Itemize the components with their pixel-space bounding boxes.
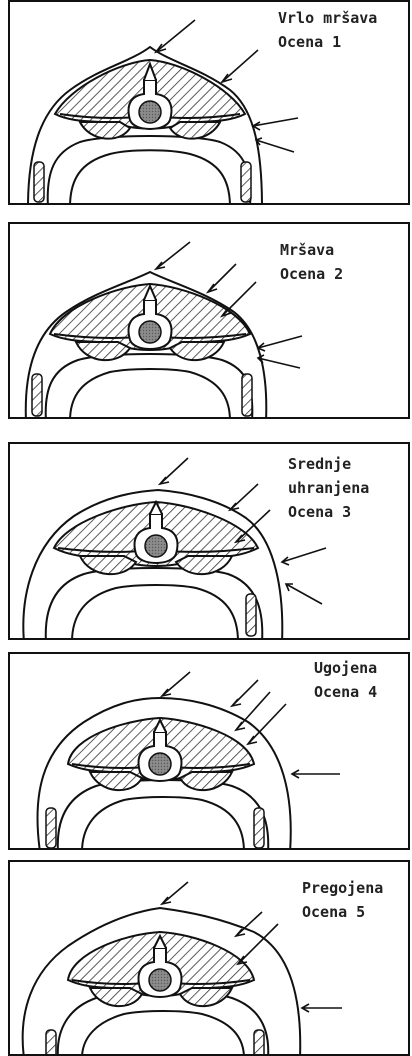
condition-grade: Ocena 5 [302,900,383,924]
panel-label: Srednje uhranjena Ocena 3 [288,452,369,524]
condition-name: Pregojena [302,876,383,900]
condition-name: Ugojena [314,656,377,680]
body-condition-panel-5: Pregojena Ocena 5 [8,860,410,1056]
body-condition-panel-2: Mršava Ocena 2 [8,222,410,419]
condition-grade: Ocena 3 [288,500,369,524]
body-condition-panel-1: Vrlo mršava Ocena 1 [8,0,410,205]
condition-name-line2: uhranjena [288,476,369,500]
condition-grade: Ocena 4 [314,680,377,704]
cross-section-diagram-2 [10,224,410,419]
condition-name: Srednje [288,452,369,476]
body-condition-panel-4: Ugojena Ocena 4 [8,652,410,850]
panel-label: Pregojena Ocena 5 [302,876,383,924]
panel-label: Mršava Ocena 2 [280,238,343,286]
condition-grade: Ocena 2 [280,262,343,286]
condition-name: Mršava [280,238,343,262]
condition-grade: Ocena 1 [278,30,377,54]
panel-label: Vrlo mršava Ocena 1 [278,6,377,54]
condition-name: Vrlo mršava [278,6,377,30]
body-condition-panel-3: Srednje uhranjena Ocena 3 [8,442,410,640]
panel-label: Ugojena Ocena 4 [314,656,377,704]
